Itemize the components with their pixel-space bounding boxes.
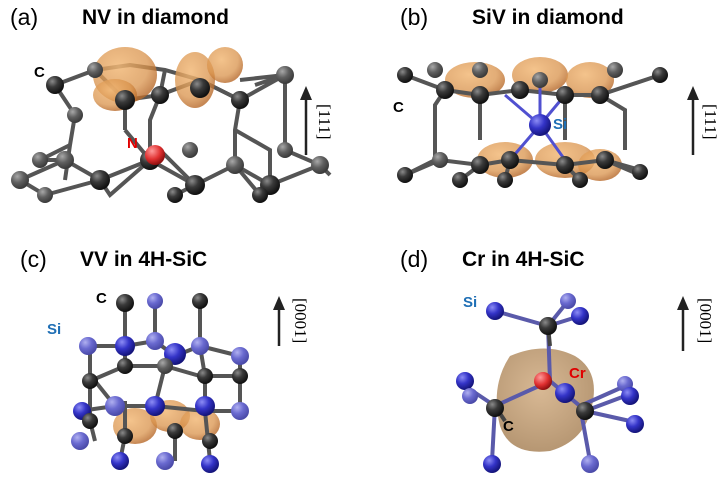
nitrogen-atom bbox=[145, 145, 165, 165]
axis-direction-label: [111] bbox=[315, 104, 334, 140]
atom-label-nitrogen: N bbox=[127, 135, 138, 152]
axis-direction-label: [0001] bbox=[291, 298, 310, 344]
panel-letter: (d) bbox=[400, 246, 429, 272]
panel-title: SiV in diamond bbox=[472, 6, 624, 29]
axis-direction-label: [111] bbox=[701, 104, 719, 140]
atom-label-carbon: C bbox=[503, 418, 514, 435]
siv-structure-diagram bbox=[397, 57, 699, 188]
orbital-cloud bbox=[496, 348, 594, 452]
panel-cr-4h-sic: (d) Cr in 4H-SiC bbox=[360, 246, 719, 491]
silicon-atoms bbox=[456, 293, 644, 473]
atom-label-silicon: Si bbox=[47, 321, 62, 338]
carbon-atoms bbox=[82, 293, 248, 449]
panel-title: Cr in 4H-SiC bbox=[462, 248, 585, 271]
orbital-lobe bbox=[207, 47, 243, 83]
nv-structure-diagram bbox=[11, 47, 332, 203]
chromium-atom bbox=[534, 372, 552, 390]
direction-arrow bbox=[687, 86, 699, 155]
panel-vv-4h-sic: (c) VV in 4H-SiC bbox=[0, 246, 359, 491]
atom-label-carbon: C bbox=[34, 64, 45, 81]
panel-letter: (b) bbox=[400, 4, 429, 30]
atom-label-chromium: Cr bbox=[569, 365, 586, 382]
panel-letter: (c) bbox=[20, 246, 47, 272]
atom-label-carbon: C bbox=[393, 99, 404, 116]
atom-label-silicon: Si bbox=[553, 116, 568, 133]
panel-title: NV in diamond bbox=[82, 6, 229, 29]
carbon-atoms bbox=[397, 62, 668, 188]
carbon-atoms bbox=[11, 62, 329, 203]
carbon-atoms bbox=[486, 317, 594, 420]
direction-arrow bbox=[677, 296, 689, 351]
atom-label-silicon: Si bbox=[463, 294, 478, 311]
direction-arrow bbox=[300, 86, 312, 155]
vv-structure-diagram bbox=[71, 293, 285, 473]
direction-arrow bbox=[273, 296, 285, 346]
panel-letter: (a) bbox=[10, 4, 39, 30]
panel-nv-diamond: (a) NV in diamond bbox=[0, 0, 359, 245]
orbital-lobe bbox=[180, 408, 220, 440]
silicon-atoms bbox=[71, 293, 249, 473]
panel-title: VV in 4H-SiC bbox=[80, 248, 208, 271]
orbital-lobe bbox=[445, 62, 505, 98]
axis-direction-label: [0001] bbox=[696, 298, 715, 344]
panel-siv-diamond: (b) SiV in diamond bbox=[360, 0, 719, 245]
atom-label-carbon: C bbox=[96, 290, 107, 307]
cr-structure-diagram bbox=[456, 293, 689, 473]
silicon-atom bbox=[529, 114, 551, 136]
